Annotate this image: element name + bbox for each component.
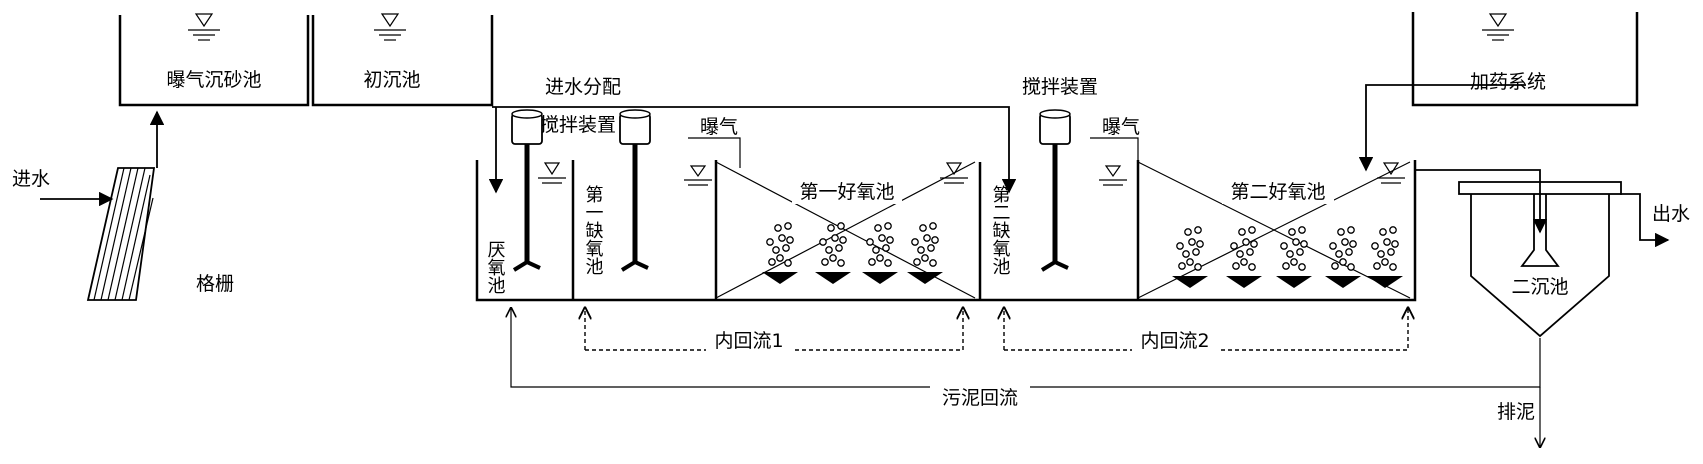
diffuser-icon [862,222,898,284]
second-aerobic-tank: 第二好氧池 [1137,161,1411,299]
water-level-icon [374,13,406,41]
aerated-grit-label: 曝气沉砂池 [166,69,261,91]
diffuser-icon [762,222,798,284]
inflow-distribution-line [492,106,1017,194]
to-clarifier-arrow [1415,169,1548,234]
outlet-label: 出水 [1652,203,1690,225]
mixer-icon [1039,109,1071,272]
aeration-label-2: 曝气 [1102,116,1140,138]
water-level-icon [684,165,712,186]
diffuser-icon [1226,226,1262,288]
diffuser-icon [1172,226,1208,288]
second-anoxic-label: 第二缺氧池 [990,185,1011,275]
inflow-distribution-label: 进水分配 [545,76,621,98]
aeration-label-1: 曝气 [700,116,738,138]
mixer-label-2: 搅拌装置 [1022,76,1098,98]
mixer-label-1: 搅拌装置 [540,114,616,136]
anaerobic-tank-label: 厌氧池 [485,240,506,294]
water-level-icon [188,13,220,41]
inlet-label: 进水 [12,168,50,190]
dosing-system-label: 加药系统 [1470,71,1546,93]
diffusers-2 [1172,226,1403,288]
dosing-system: 加药系统 [1358,12,1639,172]
primary-clarifier: 初沉池 [311,13,494,107]
water-level-icon [1099,165,1127,186]
sludge-discharge-label: 排泥 [1497,401,1535,423]
mixer-icon [511,109,543,272]
diffuser-icon [1325,226,1361,288]
water-level-icon [1377,162,1405,184]
water-level-icon [1482,13,1514,41]
diffuser-icon [1367,226,1403,288]
primary-clarifier-label: 初沉池 [363,69,420,91]
screen-label: 格栅 [196,273,234,295]
outlet-arrow [1620,193,1670,248]
internal-recycle-2-label: 内回流2 [1140,330,1209,352]
reactor-basin [475,160,1417,302]
first-aerobic-label: 第一好氧池 [799,181,894,203]
diffuser-icon [1276,226,1312,288]
aeration-pointer [1090,137,1139,160]
first-anoxic-label: 第一缺氧池 [583,185,604,275]
sludge-return-line [511,308,1541,388]
aeration-pointer [688,137,741,168]
water-level-icon [538,162,566,184]
internal-recycle-1-label: 内回流1 [714,330,783,352]
diffusers-1 [762,222,943,284]
first-aerobic-tank: 第一好氧池 [715,161,976,299]
mixer-icon [619,109,651,272]
diffuser-icon [815,222,851,284]
secondary-clarifier-label: 二沉池 [1511,276,1568,298]
dosing-arrow [1358,84,1526,172]
diffuser-icon [907,222,943,284]
aerated-grit-chamber: 曝气沉砂池 [118,13,310,107]
second-aerobic-label: 第二好氧池 [1230,181,1325,203]
sludge-return-label: 污泥回流 [942,387,1018,409]
bar-screen: 格栅 [86,167,234,301]
